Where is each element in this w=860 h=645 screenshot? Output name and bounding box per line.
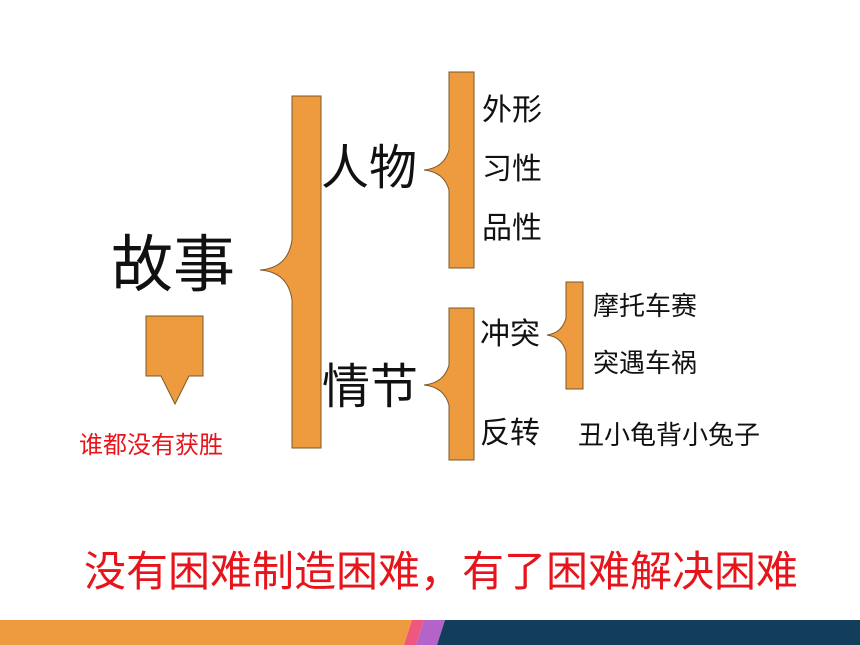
result-label: 谁都没有获胜 [79,431,223,459]
characters-item-habits: 习性 [482,152,542,187]
conflict-item-race: 摩托车赛 [593,292,698,322]
twist-detail: 丑小龟背小兔子 [578,421,761,451]
root-brace [259,95,322,449]
characters-node: 人物 [321,140,418,196]
characters-item-appearance: 外形 [482,93,542,128]
summary-text: 没有困难制造困难，有了困难解决困难 [84,547,799,596]
twist-node: 反转 [480,416,540,451]
footer-stripe [0,620,860,645]
conflict-item-accident: 突遇车祸 [593,349,698,379]
root-node: 故事 [111,228,236,301]
characters-item-character: 品性 [482,211,542,246]
plot-node: 情节 [322,359,419,415]
characters-brace [423,71,475,269]
down-arrow-icon [145,315,204,406]
conflict-brace [546,281,584,390]
plot-brace [423,307,475,461]
conflict-node: 冲突 [480,317,540,352]
